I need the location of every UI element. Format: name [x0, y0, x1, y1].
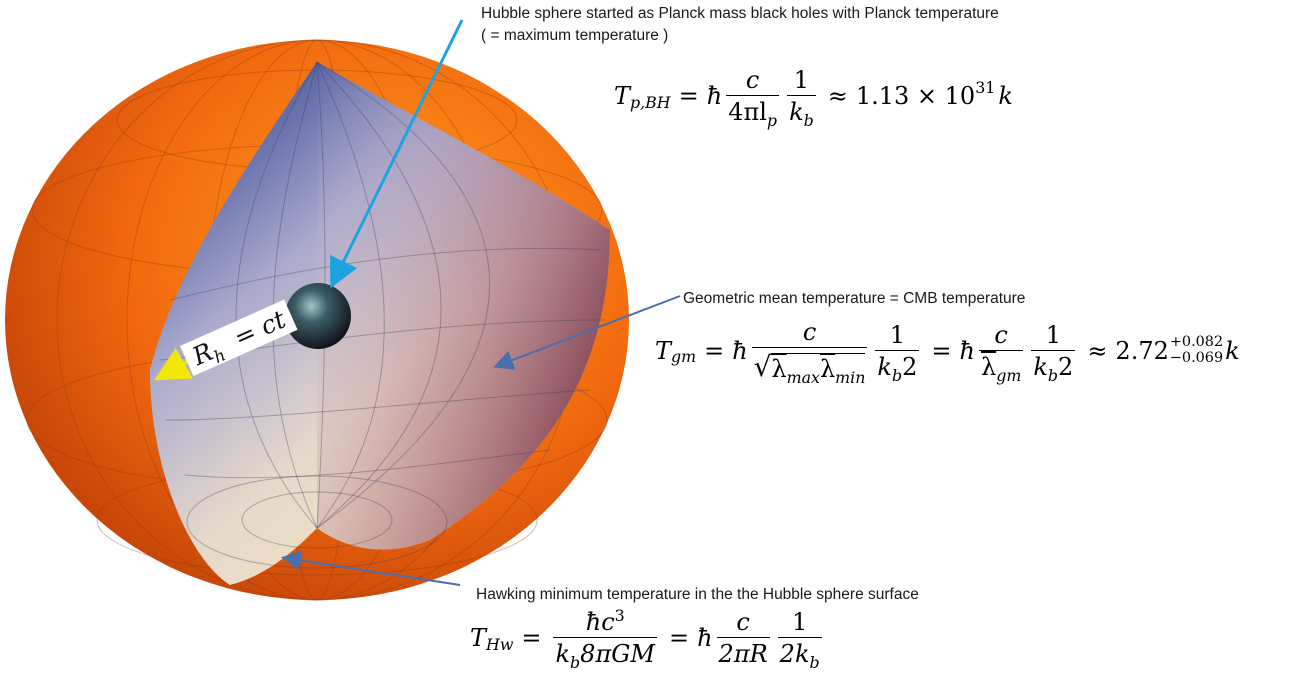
- planck-black-hole-sphere: [285, 283, 351, 349]
- annotation-cmb: Geometric mean temperature = CMB tempera…: [683, 290, 1026, 307]
- interior-right-face: [317, 62, 610, 550]
- annotation-planck-line2: ( = maximum temperature ): [481, 27, 669, 44]
- arrow-to-center: [330, 19, 464, 289]
- annotation-planck-line1: Hubble sphere started as Planck mass bla…: [481, 5, 999, 22]
- annotation-hawking: Hawking minimum temperature in the the H…: [476, 586, 919, 603]
- arrow-to-surface: [281, 550, 461, 586]
- arrow-to-interior: [493, 295, 681, 370]
